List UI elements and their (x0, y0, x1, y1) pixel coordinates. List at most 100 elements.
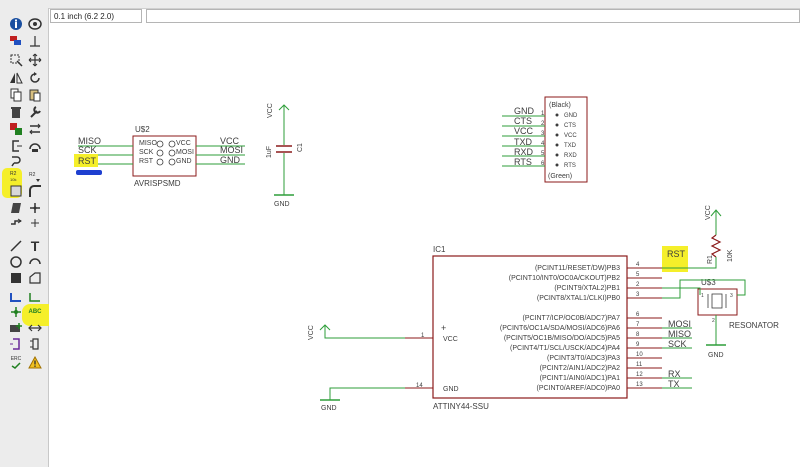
ic-net-wires (319, 264, 746, 400)
info-icon[interactable] (8, 16, 24, 32)
bus-draw-icon[interactable] (8, 288, 24, 304)
ic-num-9: 9 (636, 342, 640, 348)
tool-palette (0, 8, 66, 467)
optimize-icon[interactable] (8, 153, 24, 169)
paste-icon[interactable] (27, 87, 43, 103)
ic-gnd-pin: GND (443, 386, 459, 393)
erc-icon[interactable]: ERC (8, 354, 24, 370)
command-line-input[interactable] (146, 9, 800, 23)
arc-icon[interactable] (27, 254, 43, 270)
mark-icon[interactable] (27, 33, 43, 49)
ic-pin-pa3: (PCINT3/T0/ADC3)PA3 (547, 355, 620, 362)
bus-icon[interactable] (27, 200, 43, 216)
move-icon[interactable] (27, 52, 43, 68)
ftdi-pin-vcc: VCC (564, 133, 577, 139)
ic-pin-pb1: (PCINT9/XTAL2)PB1 (554, 285, 620, 292)
circle-icon[interactable] (8, 254, 24, 270)
ic-name: IC1 (433, 245, 446, 254)
value-label-icon[interactable] (8, 183, 24, 199)
ic-net-tx: TX (668, 379, 680, 389)
net-label-mosi: MOSI (220, 145, 243, 155)
resistor-rst-label: RST (667, 249, 686, 259)
errors-icon[interactable] (27, 355, 43, 371)
resonator-gnd-label: GND (708, 352, 724, 359)
label-icon[interactable]: ABC (28, 309, 42, 315)
ic-value: ATTINY44-SSU (433, 402, 489, 411)
display-layers-icon[interactable] (8, 33, 24, 49)
resonator-pin-3: 3 (730, 293, 733, 299)
wire-icon[interactable] (8, 200, 24, 216)
ic-vcc-net-label: VCC (308, 325, 315, 340)
avrisp-header[interactable]: U$2 AVRISPSMD MISO SCK RST VCC MOSI GND (132, 125, 197, 188)
ic-gnd-num: 14 (416, 383, 423, 389)
avrisp-pin-vcc: VCC (176, 140, 191, 147)
group-icon[interactable] (8, 52, 24, 68)
net-label-sck: SCK (78, 145, 97, 155)
gate-icon[interactable] (8, 336, 24, 352)
ic-num-13: 13 (636, 382, 643, 388)
resistor-r1[interactable]: VCC R1 10K (705, 205, 734, 264)
polygon-icon[interactable] (27, 270, 43, 286)
ftdi-num-3: 3 (541, 131, 545, 137)
frame-icon[interactable] (27, 336, 43, 352)
invoke-icon[interactable] (27, 320, 43, 336)
grid-size-field[interactable]: 0.1 inch (6.2 2.0) (50, 9, 142, 23)
ic-pin-pa5: (PCINT5/OC1B/MISO/DO/ADC5)PA5 (504, 335, 620, 342)
mirror-icon[interactable] (8, 70, 24, 86)
schematic-canvas[interactable]: U$2 AVRISPSMD MISO SCK RST VCC MOSI GND … (49, 25, 800, 467)
resonator-pin-1: 1 (701, 293, 704, 299)
copy-icon[interactable] (8, 87, 24, 103)
ic-vcc-pin: VCC (443, 336, 458, 343)
net-draw-icon[interactable] (27, 288, 43, 304)
ftdi-num-5: 5 (541, 151, 545, 157)
ftdi-num-1: 1 (541, 111, 545, 117)
ftdi-header[interactable]: (Black) (Green) GND CTS VCC TXD RXD RTS … (541, 96, 588, 183)
ic-plus-sign: + (441, 323, 446, 333)
avrisp-pin-mosi: MOSI (176, 149, 194, 156)
svg-text:10k: 10k (10, 177, 16, 182)
split-icon[interactable] (27, 138, 43, 154)
junction-dot-icon[interactable] (8, 304, 24, 320)
ic-pin-pa0: (PCINT0/AREF/ADC0)PA0 (537, 385, 621, 392)
rotate-icon[interactable] (27, 70, 43, 86)
capacitor-name: C1 (297, 143, 304, 152)
pinswap-icon[interactable] (27, 121, 43, 137)
junction-icon[interactable] (27, 215, 43, 231)
capacitor-c1[interactable]: VCC 1uF C1 GND (266, 103, 304, 208)
ic-net-sck: SCK (668, 339, 687, 349)
line-icon[interactable] (8, 238, 24, 254)
ic-num-10: 10 (636, 352, 643, 358)
ic-num-2: 2 (636, 282, 640, 288)
replace-icon[interactable] (8, 121, 24, 137)
ic-pin-pa7: (PCINT7/ICP/OC0B/ADC7)PA7 (522, 315, 620, 322)
ic-num-12: 12 (636, 372, 643, 378)
ic-net-rx: RX (668, 369, 681, 379)
ic-num-7: 7 (636, 322, 640, 328)
ic-vcc-num: 1 (421, 333, 425, 339)
ic-net-miso: MISO (668, 329, 691, 339)
ftdi-net-rxd: RXD (514, 147, 534, 157)
net-label-miso: MISO (78, 136, 101, 146)
ftdi-num-2: 2 (541, 121, 545, 127)
show-icon[interactable] (27, 16, 43, 32)
net-label-gnd: GND (220, 155, 241, 165)
text-icon[interactable]: T (30, 238, 40, 254)
ftdi-num-4: 4 (541, 141, 545, 147)
resonator-value: RESONATOR (729, 321, 779, 330)
gateswap-icon[interactable] (8, 138, 24, 154)
ic-pin-pa6: (PCINT6/OC1A/SDA/MOSI/ADC6)PA6 (500, 325, 620, 332)
net-icon[interactable] (8, 215, 24, 231)
name-label-icon[interactable]: R2 (27, 168, 43, 184)
ic-pin-pb2: (PCINT10/INT0/OC0A/CKOUT)PB2 (509, 275, 620, 282)
ic-attiny44[interactable]: IC1 ATTINY44-SSU + VCC 1 GND 14 (PCINT11… (405, 245, 662, 411)
smash-icon[interactable] (27, 183, 43, 199)
resonator-u3[interactable]: U$3 RESONATOR 1 3 2 GND (697, 278, 779, 359)
ftdi-top-label: (Black) (549, 102, 571, 109)
ic-gnd-net-label: GND (321, 405, 337, 412)
change-icon[interactable] (27, 104, 43, 120)
ic-num-8: 8 (636, 332, 640, 338)
add-icon[interactable] (8, 320, 24, 336)
rectangle-icon[interactable] (8, 270, 24, 286)
delete-icon[interactable] (8, 104, 24, 120)
